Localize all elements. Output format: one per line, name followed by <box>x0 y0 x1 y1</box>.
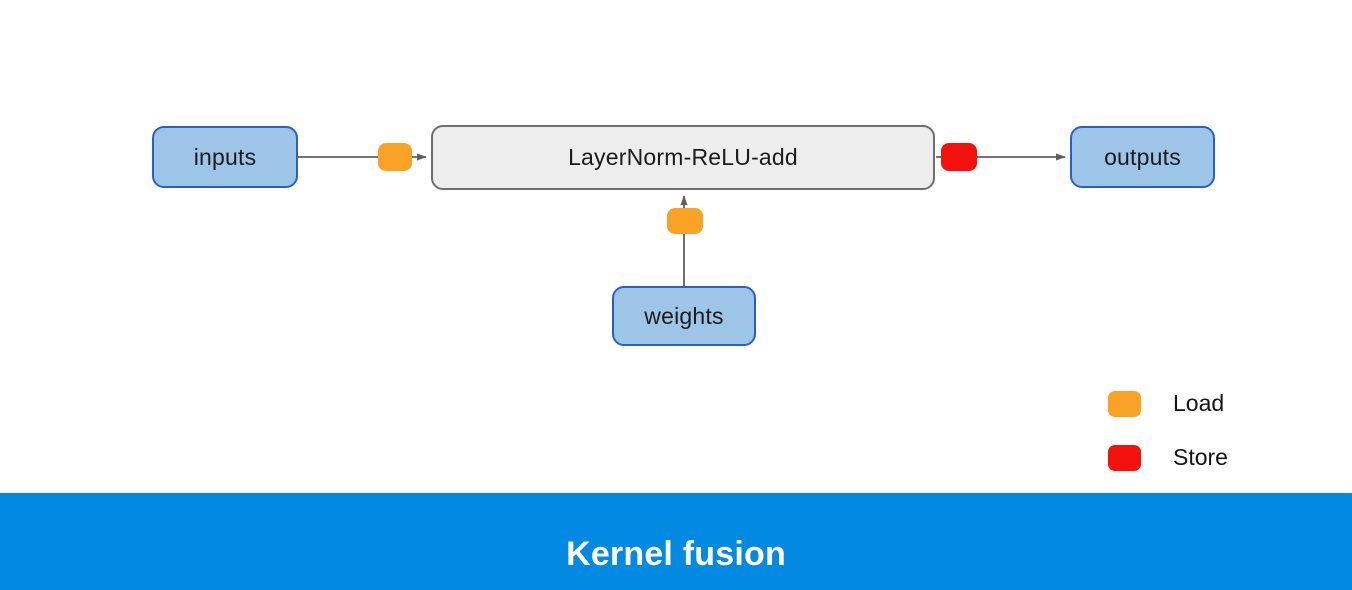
store-swatch-icon <box>1108 444 1141 471</box>
load-swatch-icon <box>1108 390 1141 417</box>
fused-kernel-node-label: LayerNorm-ReLU-add <box>568 144 798 170</box>
slide-title: Kernel fusion <box>566 535 786 573</box>
legend-label-store: Store <box>1173 444 1228 470</box>
legend-row-store: Store <box>1108 444 1228 471</box>
outputs-node-label: outputs <box>1104 143 1181 170</box>
fused-kernel-node: LayerNorm-ReLU-add <box>431 125 935 190</box>
outputs-node: outputs <box>1070 126 1215 188</box>
legend-label-load: Load <box>1173 390 1225 416</box>
load-marker-inputs-edge <box>378 143 412 171</box>
inputs-node: inputs <box>152 126 298 188</box>
weights-node: weights <box>612 286 756 346</box>
title-banner: Kernel fusion <box>0 493 1352 590</box>
inputs-node-label: inputs <box>193 143 257 170</box>
store-marker-outputs-edge <box>941 143 977 171</box>
load-marker-weights-edge <box>667 208 703 234</box>
weights-node-label: weights <box>644 302 724 329</box>
legend: Load Store <box>1108 390 1228 498</box>
legend-row-load: Load <box>1108 390 1228 417</box>
